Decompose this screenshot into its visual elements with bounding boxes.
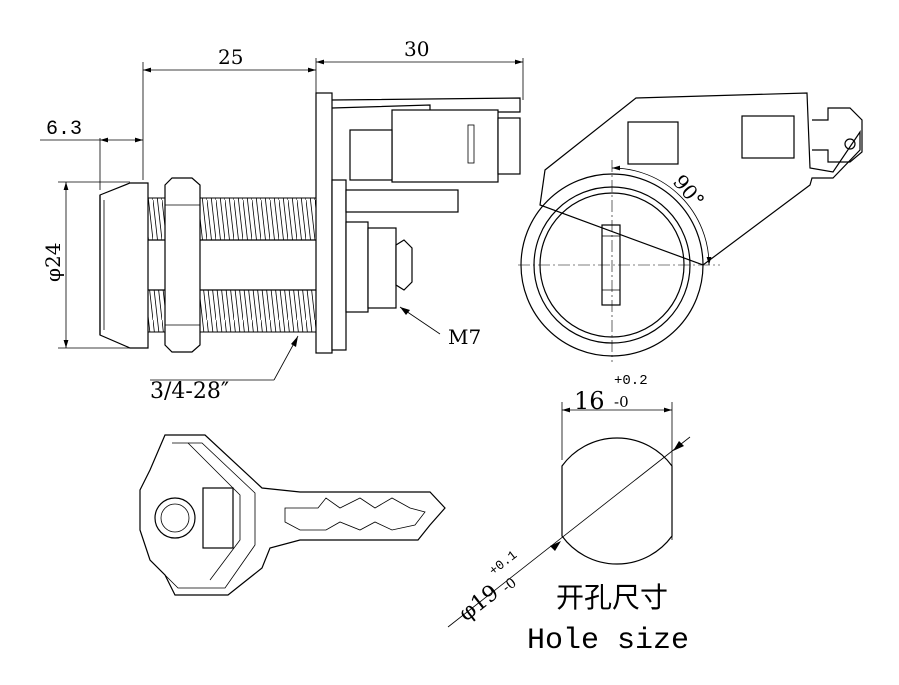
hole-size-view: 16 +0.2 -0 φ19 +0.1 -0 开孔尺寸 Hole size xyxy=(447,373,691,658)
m7-label: M7 xyxy=(448,325,481,349)
hole-width-tol-minus: -0 xyxy=(614,393,629,411)
hole-diameter-label: φ19 xyxy=(454,580,504,626)
hole-title-en: Hole size xyxy=(527,624,689,658)
key xyxy=(139,434,446,596)
hole-diameter-tol-minus: -0 xyxy=(499,575,520,596)
hole-title-cn: 开孔尺寸 xyxy=(556,581,668,614)
dim-phi24-label: φ24 xyxy=(41,243,65,282)
thread-label: 3/4-28″ xyxy=(150,379,229,404)
hole-width-label: 16 xyxy=(574,387,605,415)
dim-25-label: 25 xyxy=(218,45,243,69)
dim-30-label: 30 xyxy=(404,37,429,61)
front-view: 90° xyxy=(518,92,863,362)
dim-6-3-label: 6.3 xyxy=(46,118,82,141)
hole-width-tol-plus: +0.2 xyxy=(614,373,648,389)
side-view: 25 30 6.3 φ24 M7 xyxy=(40,37,524,404)
